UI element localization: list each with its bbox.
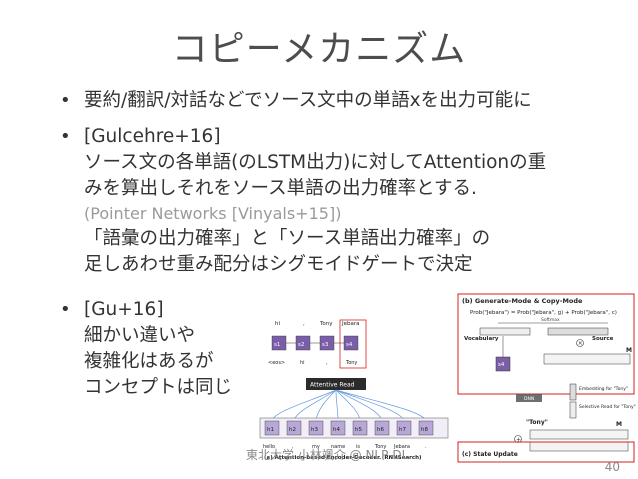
encoder-states: h1 h2 h3 h4 h5 h6 h7 h8 bbox=[264, 420, 434, 436]
panel-c-frame bbox=[457, 441, 635, 463]
encoder-state-node bbox=[264, 420, 280, 436]
bullet-gu: • [Gu+16] 細かい違いや 複雑化はあるが コンセプトは同じ bbox=[60, 299, 233, 398]
attentive-read-label: Attentive Read bbox=[310, 382, 355, 389]
decoder-input-word: , bbox=[326, 360, 328, 366]
page-number: 40 bbox=[604, 460, 620, 474]
svg-text:s4: s4 bbox=[346, 342, 353, 348]
embedding-label: Embedding for "Tony" bbox=[579, 386, 628, 392]
encoder-word: , bbox=[292, 444, 294, 450]
bullet-dot: • bbox=[60, 90, 71, 111]
encoder-word: is bbox=[356, 444, 360, 450]
encoder-state-node bbox=[330, 420, 346, 436]
highlight-frame bbox=[339, 319, 367, 369]
copynet-diagram: (b) Generate-Mode & Copy-Mode Prob("Jeba… bbox=[259, 293, 636, 463]
source-label: Source bbox=[592, 336, 614, 342]
svg-text:h2: h2 bbox=[289, 427, 296, 433]
bullet-copy-mechanism: • 要約/翻訳/対話などでソース文中の単語xを出力可能に bbox=[60, 88, 630, 114]
encoder-word: . bbox=[425, 444, 427, 450]
encoder-word: Jebara bbox=[393, 444, 410, 450]
decoder-outputs: hi , Tony Jebara bbox=[275, 321, 360, 327]
footer-credit: 東北大学 小林颯介 @ NLP-DL bbox=[246, 448, 409, 462]
svg-text:+: + bbox=[516, 437, 521, 444]
encoder-state-node bbox=[374, 420, 390, 436]
encoder-word: hello bbox=[263, 444, 275, 450]
svg-text:h5: h5 bbox=[355, 427, 362, 433]
softmax-label: Softmax bbox=[541, 317, 560, 323]
svg-text:s2: s2 bbox=[298, 342, 304, 348]
bullet-list: • 要約/翻訳/対話などでソース文中の単語xを出力可能に • [Gulcehre… bbox=[60, 88, 630, 286]
attentive-read-box bbox=[306, 378, 366, 390]
decoder-output-word: hi bbox=[275, 321, 280, 327]
s4-label: s4 bbox=[498, 362, 505, 368]
svg-text:s1: s1 bbox=[274, 342, 280, 348]
svg-text:h4: h4 bbox=[333, 427, 340, 433]
attention-lines bbox=[271, 389, 427, 421]
encoder-word: name bbox=[331, 444, 345, 450]
decoder-input-word: hi bbox=[300, 360, 305, 366]
m-label-c: M bbox=[616, 421, 622, 428]
encoder-state-node bbox=[352, 420, 368, 436]
memory-matrix-c2 bbox=[529, 441, 629, 452]
prob-formula: Prob("Jebara") = Prob("Jebara", g) + Pro… bbox=[470, 310, 617, 316]
decoder-output-word: Jebara bbox=[341, 321, 360, 327]
bullet-dot: • bbox=[60, 126, 71, 147]
slide-title: コピーメカニズム bbox=[171, 29, 467, 70]
svg-text:h6: h6 bbox=[377, 427, 384, 433]
svg-text:h8: h8 bbox=[421, 427, 428, 433]
tony-quote-label: "Tony" bbox=[526, 419, 548, 426]
memory-matrix-b bbox=[543, 353, 631, 365]
decoder-input-word: <eos> bbox=[268, 360, 285, 366]
panel-a-title: (a) Attention-based Encoder-Decoder (RNN… bbox=[264, 455, 422, 461]
svg-text:DNN: DNN bbox=[524, 396, 534, 402]
decoder-output-word: , bbox=[303, 321, 305, 327]
bullet-gulcehre: • [Gulcehre+16] ソース文の各単語(のLSTM出力)に対してAtt… bbox=[60, 124, 630, 278]
decoder-output-word: Tony bbox=[319, 321, 333, 327]
panel-b-frame bbox=[457, 293, 635, 395]
vocab-vector bbox=[479, 327, 531, 336]
encoder-word: my bbox=[312, 444, 320, 450]
decoder-inputs: <eos> hi , Tony bbox=[268, 360, 357, 366]
svg-text:×: × bbox=[578, 340, 583, 347]
encoder-state-node bbox=[418, 420, 434, 436]
memory-matrix-c bbox=[529, 429, 629, 440]
svg-text:s3: s3 bbox=[322, 342, 329, 348]
svg-text:h3: h3 bbox=[311, 427, 318, 433]
bullet-dot: • bbox=[60, 299, 71, 320]
encoder-state-node bbox=[286, 420, 302, 436]
decoder-input-word: Tony bbox=[345, 360, 357, 366]
panel-b-title: (b) Generate-Mode & Copy-Mode bbox=[462, 297, 583, 305]
selective-read-vector bbox=[569, 401, 577, 419]
encoder-state-node bbox=[396, 420, 412, 436]
m-label-b: M bbox=[626, 347, 632, 354]
panel-c-title: (c) State Update bbox=[462, 451, 518, 458]
multiply-node bbox=[576, 339, 584, 347]
source-vector bbox=[547, 327, 609, 336]
selective-read-label: Selective Read for "Tony" bbox=[579, 404, 636, 410]
vocabulary-label: Vocabulary bbox=[464, 336, 499, 342]
embedding-vector bbox=[569, 383, 577, 401]
svg-text:h1: h1 bbox=[267, 427, 274, 433]
pointer-networks-note: (Pointer Networks [Vinyals+15]) bbox=[84, 204, 342, 223]
encoder-state-node bbox=[308, 420, 324, 436]
svg-text:h7: h7 bbox=[399, 427, 406, 433]
encoder-words: hello , my name is Tony Jebara . bbox=[263, 444, 427, 450]
encoder-word: Tony bbox=[374, 444, 386, 450]
